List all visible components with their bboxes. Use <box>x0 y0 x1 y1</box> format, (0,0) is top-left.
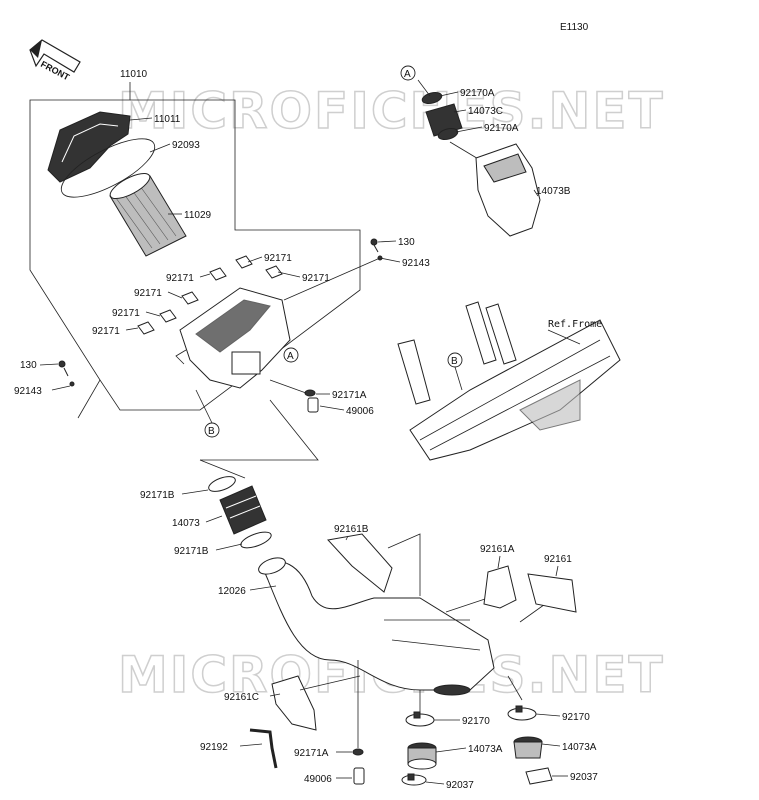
label-49006-upper: 49006 <box>346 406 374 417</box>
intake-duct <box>258 557 495 696</box>
leader-B-left <box>195 389 213 424</box>
leader-B-right <box>454 366 463 391</box>
hose-92192 <box>249 728 278 769</box>
grommet-49006-lower <box>352 748 365 785</box>
label-92171-d: 92171 <box>134 288 162 299</box>
svg-text:B: B <box>208 426 215 437</box>
svg-text:A: A <box>287 351 294 362</box>
label-130-left: 130 <box>20 360 37 371</box>
sleeve-14073A-left <box>407 742 437 770</box>
front-arrow-icon: FRONT <box>29 39 81 83</box>
watermark-top: MICROFICHES.NET <box>118 82 665 140</box>
duct-guide-line-b <box>199 459 246 479</box>
sleeve-14073 <box>208 476 272 549</box>
label-14073: 14073 <box>172 518 200 529</box>
label-11010: 11010 <box>120 69 148 80</box>
label-92170-right: 92170 <box>562 712 590 723</box>
svg-text:A: A <box>404 69 411 80</box>
label-92171-a: 92171 <box>264 253 292 264</box>
air-box-housing <box>175 287 291 389</box>
label-92170A-upper: 92170A <box>460 88 495 99</box>
label-92171B-upper: 92171B <box>140 490 175 501</box>
sleeve-14073C <box>421 92 463 140</box>
label-92192: 92192 <box>200 742 228 753</box>
grommet-49006-upper <box>304 389 319 413</box>
label-92170-left: 92170 <box>462 716 490 727</box>
callout-B-right: B <box>447 352 463 368</box>
pad-92161A <box>483 565 517 609</box>
leader-92143-right <box>283 257 381 301</box>
label-92171-f: 92171 <box>92 326 120 337</box>
label-130-right: 130 <box>398 237 415 248</box>
label-92171B-lower: 92171B <box>174 546 209 557</box>
leader-92171A-upper <box>269 379 307 394</box>
air-filter-element <box>109 172 187 257</box>
frame-assembly <box>397 301 621 461</box>
label-92171A-lower: 92171A <box>294 748 329 759</box>
label-92171A-upper: 92171A <box>332 390 367 401</box>
air-cleaner-cover <box>47 111 131 183</box>
assembly-bracket-right <box>99 99 361 411</box>
duct-guide-line-a <box>200 399 319 461</box>
leader-lines-left <box>39 91 568 785</box>
label-ref-frame: Ref.Frome <box>548 319 602 330</box>
callout-B-left: B <box>204 422 220 438</box>
clamp-92170-left <box>405 711 435 727</box>
callout-A-lower: A <box>283 347 299 363</box>
label-14073A-left: 14073A <box>468 744 503 755</box>
label-92161B: 92161B <box>334 524 369 535</box>
label-92170A-lower: 92170A <box>484 123 519 134</box>
clamp-92037-left <box>401 773 427 786</box>
label-92037-left: 92037 <box>446 780 474 791</box>
label-92171-e: 92171 <box>112 308 140 319</box>
assembly-bracket-left <box>29 82 131 419</box>
leader-ref-frame <box>547 329 581 345</box>
pad-92161 <box>527 573 577 613</box>
label-12026: 12026 <box>218 586 246 597</box>
label-92093: 92093 <box>172 140 200 151</box>
label-92161C: 92161C <box>224 692 259 703</box>
clamp-92170-right <box>507 705 537 721</box>
label-11029: 11029 <box>184 210 212 221</box>
callout-A-upper: A <box>400 65 416 81</box>
duct-guide-14073B <box>449 141 481 161</box>
leader-92161C <box>299 675 361 691</box>
leader-92161B <box>387 533 421 596</box>
clips-92171 <box>137 255 283 335</box>
label-14073A-right: 14073A <box>562 742 597 753</box>
leader-A-upper <box>417 79 431 97</box>
label-92171-c: 92171 <box>302 273 330 284</box>
svg-text:B: B <box>451 356 458 367</box>
pad-92161C <box>271 675 317 731</box>
pad-92161B <box>327 533 393 593</box>
sleeve-14073A-right <box>513 736 543 759</box>
label-92037-right: 92037 <box>570 772 598 783</box>
label-11011: 11011 <box>154 114 181 125</box>
label-92143-right: 92143 <box>402 258 430 269</box>
leader-92170-right <box>507 675 523 701</box>
boot-14073B <box>475 143 541 237</box>
label-92143-left: 92143 <box>14 386 42 397</box>
label-14073C: 14073C <box>468 106 503 117</box>
diagram-code: E1130 <box>560 22 589 33</box>
label-92161A: 92161A <box>480 544 515 555</box>
gasket-ring <box>60 138 156 198</box>
label-92161: 92161 <box>544 554 572 565</box>
label-49006-lower: 49006 <box>304 774 332 785</box>
screw-130-left <box>58 360 75 387</box>
label-92171-b: 92171 <box>166 273 194 284</box>
label-14073B: 14073B <box>536 186 571 197</box>
clamp-92037-right <box>525 767 553 785</box>
